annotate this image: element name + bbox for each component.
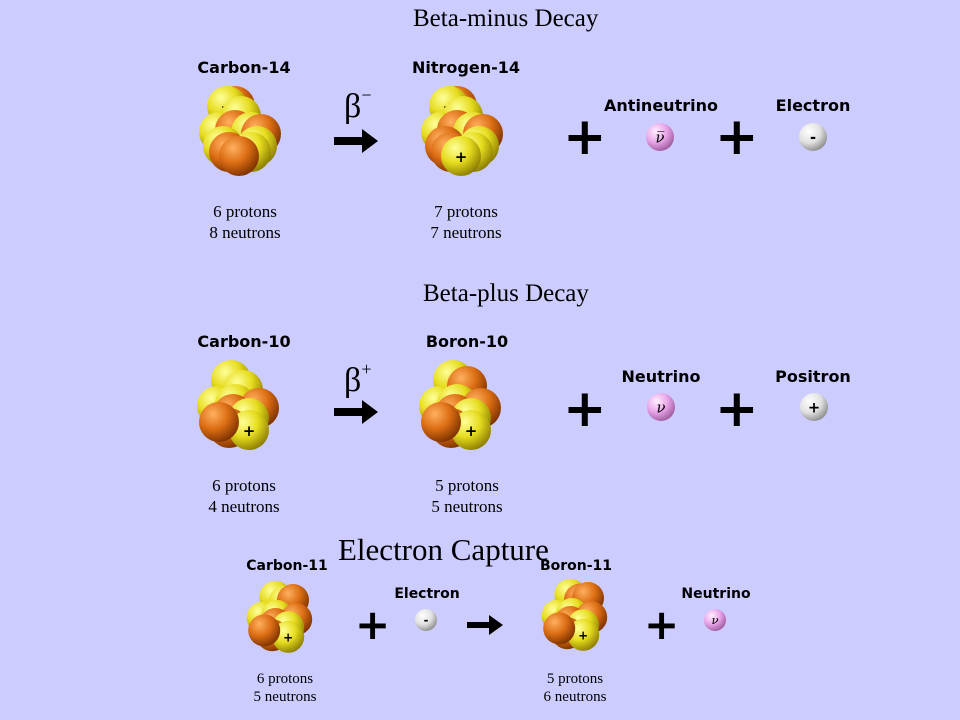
carbon-14-label: Carbon-14 <box>197 58 291 77</box>
plus-sign: + <box>715 107 759 167</box>
decay-arrow-icon <box>334 129 378 153</box>
neutron-sphere <box>219 136 259 176</box>
neutron-count: 4 neutrons <box>208 497 280 516</box>
neutron-count: 7 neutrons <box>430 223 502 242</box>
neutron-count: 6 neutrons <box>543 689 607 705</box>
beta-sign: − <box>361 84 372 105</box>
carbon-14-counts: 6 protons 8 neutrons <box>209 201 280 243</box>
boron-11-counts: 5 protons 6 neutrons <box>544 670 607 706</box>
carbon-14-nucleus: +++++ <box>197 86 293 191</box>
boron-10-nucleus: ++++ <box>417 360 513 465</box>
plus-sign: + <box>563 107 607 167</box>
positron-label: Positron <box>775 367 851 386</box>
proton-count: 5 protons <box>546 671 604 687</box>
decay-arrow-icon <box>334 400 378 424</box>
boron-11-nucleus: ++++ <box>540 578 617 664</box>
particle-symbol: ν <box>657 399 666 416</box>
boron-11-label: Boron-11 <box>539 558 613 574</box>
antineutrino-label: Antineutrino <box>604 96 718 115</box>
plus-sign: + <box>715 379 759 439</box>
neutron-sphere <box>421 402 461 442</box>
electron-capture-title: Electron Capture <box>338 532 549 567</box>
beta-letter: β <box>344 88 362 125</box>
proton-sphere: + <box>441 136 481 176</box>
positron-particle-icon: + <box>798 391 830 428</box>
proton-sphere: + <box>229 410 269 450</box>
proton-count: 6 protons <box>212 476 276 495</box>
neutron-sphere <box>247 613 280 646</box>
neutrino-label: Neutrino <box>681 586 751 602</box>
carbon-11-label: Carbon-11 <box>246 558 328 574</box>
proton-count: 6 protons <box>256 671 314 687</box>
particle-symbol: - <box>424 613 429 627</box>
neutrino-particle-icon: ν <box>645 391 677 428</box>
proton-count: 5 protons <box>435 476 499 495</box>
carbon-11-counts: 6 protons 5 neutrons <box>254 670 317 706</box>
nitrogen-14-nucleus: ++++++ <box>419 86 515 191</box>
plus-sign: + <box>355 600 391 649</box>
particle-symbol: ν̅ <box>656 129 665 146</box>
electron-particle-icon: - <box>413 607 439 638</box>
proton-charge-mark: + <box>283 630 293 644</box>
neutron-count: 5 neutrons <box>431 497 503 516</box>
beta-plus-symbol: β+ <box>344 358 372 400</box>
electron-particle-icon: - <box>797 121 829 158</box>
beta-letter: β <box>344 362 362 399</box>
carbon-10-counts: 6 protons 4 neutrons <box>208 475 279 517</box>
plus-sign: + <box>644 600 680 649</box>
proton-sphere: + <box>271 620 304 653</box>
plus-sign: + <box>563 379 607 439</box>
neutron-count: 8 neutrons <box>209 223 281 242</box>
boron-10-label: Boron-10 <box>425 332 509 351</box>
particle-symbol: + <box>808 399 820 416</box>
electron-label: Electron <box>775 96 851 115</box>
neutrino-particle-icon: ν <box>702 607 728 638</box>
carbon-10-label: Carbon-10 <box>197 332 291 351</box>
nitrogen-14-counts: 7 protons 7 neutrons <box>430 201 501 243</box>
neutron-sphere <box>199 402 239 442</box>
carbon-11-nucleus: +++++ <box>245 580 322 666</box>
proton-sphere: + <box>451 410 491 450</box>
proton-charge-mark: + <box>465 422 478 440</box>
beta-minus-symbol: β− <box>344 84 372 126</box>
capture-arrow-icon <box>467 615 503 635</box>
proton-charge-mark: + <box>243 422 256 440</box>
proton-charge-mark: + <box>455 148 468 166</box>
proton-sphere: + <box>566 618 599 651</box>
proton-count: 7 protons <box>434 202 498 221</box>
proton-charge-mark: + <box>578 628 588 642</box>
neutrino-label: Neutrino <box>621 367 701 386</box>
proton-count: 6 protons <box>213 202 277 221</box>
boron-10-counts: 5 protons 5 neutrons <box>431 475 502 517</box>
particle-symbol: ν <box>711 613 718 627</box>
nitrogen-14-label: Nitrogen-14 <box>411 58 521 77</box>
neutron-sphere <box>542 611 575 644</box>
antineutrino-particle-icon: ν̅ <box>644 121 676 158</box>
electron-label: Electron <box>394 586 460 602</box>
beta-minus-title: Beta-minus Decay <box>413 5 599 32</box>
beta-sign: + <box>361 358 372 379</box>
carbon-10-nucleus: +++++ <box>195 360 291 465</box>
particle-symbol: - <box>810 129 816 146</box>
beta-plus-title: Beta-plus Decay <box>423 280 589 307</box>
neutron-count: 5 neutrons <box>253 689 317 705</box>
